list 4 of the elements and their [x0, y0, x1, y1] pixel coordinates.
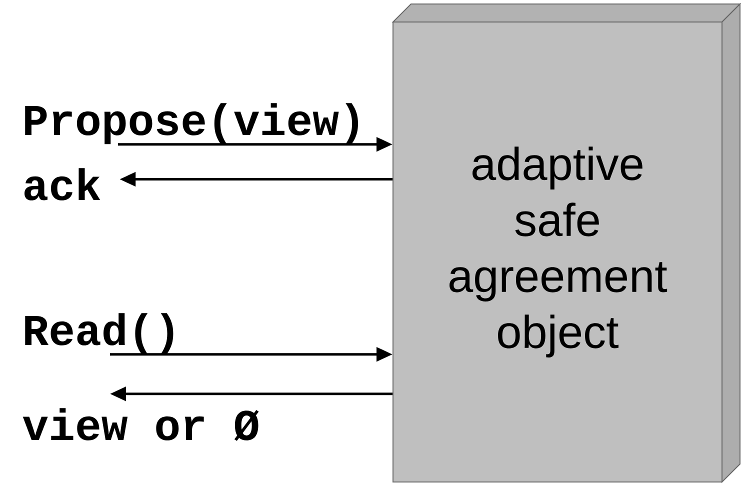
label: view or Ø: [22, 408, 259, 441]
label: ack: [24, 168, 100, 200]
label: Propose(view): [25, 103, 358, 144]
label: Read(): [25, 313, 174, 354]
